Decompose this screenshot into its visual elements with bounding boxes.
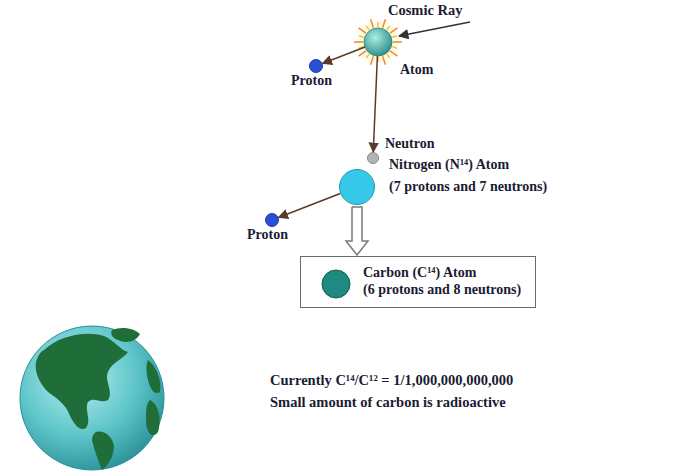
burst-ray [371, 19, 374, 28]
ratio-note: Currently C¹⁴/C¹² = 1/1,000,000,000,000 [270, 372, 513, 389]
emission-arrow [373, 56, 377, 152]
burst-ray [377, 22, 379, 27]
burst-ray [366, 54, 369, 58]
particle [266, 214, 279, 227]
carbon-particle [321, 269, 351, 299]
cosmic-ray-label: Cosmic Ray [388, 2, 463, 19]
node-shape [339, 169, 375, 205]
burst-ray [392, 47, 397, 49]
note: Small amount of carbon is radioactive [270, 394, 506, 411]
node-shape [309, 59, 323, 73]
burst-ray [392, 36, 397, 38]
particle [310, 60, 323, 73]
burst-ray [371, 56, 374, 65]
emission-arrow [279, 194, 341, 218]
globe [20, 326, 164, 470]
burst-ray [359, 28, 366, 33]
node-shape [367, 152, 379, 164]
proton: Proton [309, 59, 323, 73]
continent [92, 432, 114, 470]
continent [36, 334, 128, 429]
burst-ray [383, 56, 386, 65]
node-label: (7 protons and 7 neutrons) [389, 179, 547, 196]
neutron: Neutron [367, 152, 379, 164]
node-shape [265, 213, 279, 227]
burst-ray [390, 28, 397, 33]
burst-ray [387, 26, 390, 30]
burst-ray [390, 51, 397, 56]
transform-arrow [346, 207, 368, 255]
atom-sphere [364, 28, 392, 56]
particle [340, 170, 375, 205]
burst-ray [359, 51, 366, 56]
burst-ray [383, 19, 386, 28]
carbon-atom-box: Carbon (C¹⁴) Atom(6 protons and 8 neutro… [300, 256, 536, 308]
atom: Atom [364, 28, 392, 56]
particle [368, 153, 379, 164]
node-label: (6 protons and 8 neutrons) [363, 282, 521, 299]
particle [322, 270, 350, 298]
continent [147, 360, 161, 393]
burst-ray [366, 26, 369, 30]
node-label: Atom [400, 62, 433, 79]
node-label: Nitrogen (N¹⁴) Atom [389, 157, 509, 174]
burst-ray [359, 36, 364, 38]
nitrogen-atom: Nitrogen (N¹⁴) Atom(7 protons and 7 neut… [339, 169, 375, 205]
cosmic-ray-arrow [399, 22, 470, 36]
node-label: Proton [247, 227, 288, 244]
globe-sphere [20, 326, 164, 470]
burst-ray [387, 54, 390, 58]
node-label: Carbon (C¹⁴) Atom [363, 265, 521, 282]
node-label: Proton [291, 73, 332, 90]
emission-arrow [323, 47, 365, 63]
continent [146, 400, 160, 435]
proton: Proton [265, 213, 279, 227]
burst-ray [354, 41, 363, 43]
continent [111, 328, 140, 342]
node-label: Neutron [385, 136, 435, 153]
burst-ray [393, 41, 402, 43]
